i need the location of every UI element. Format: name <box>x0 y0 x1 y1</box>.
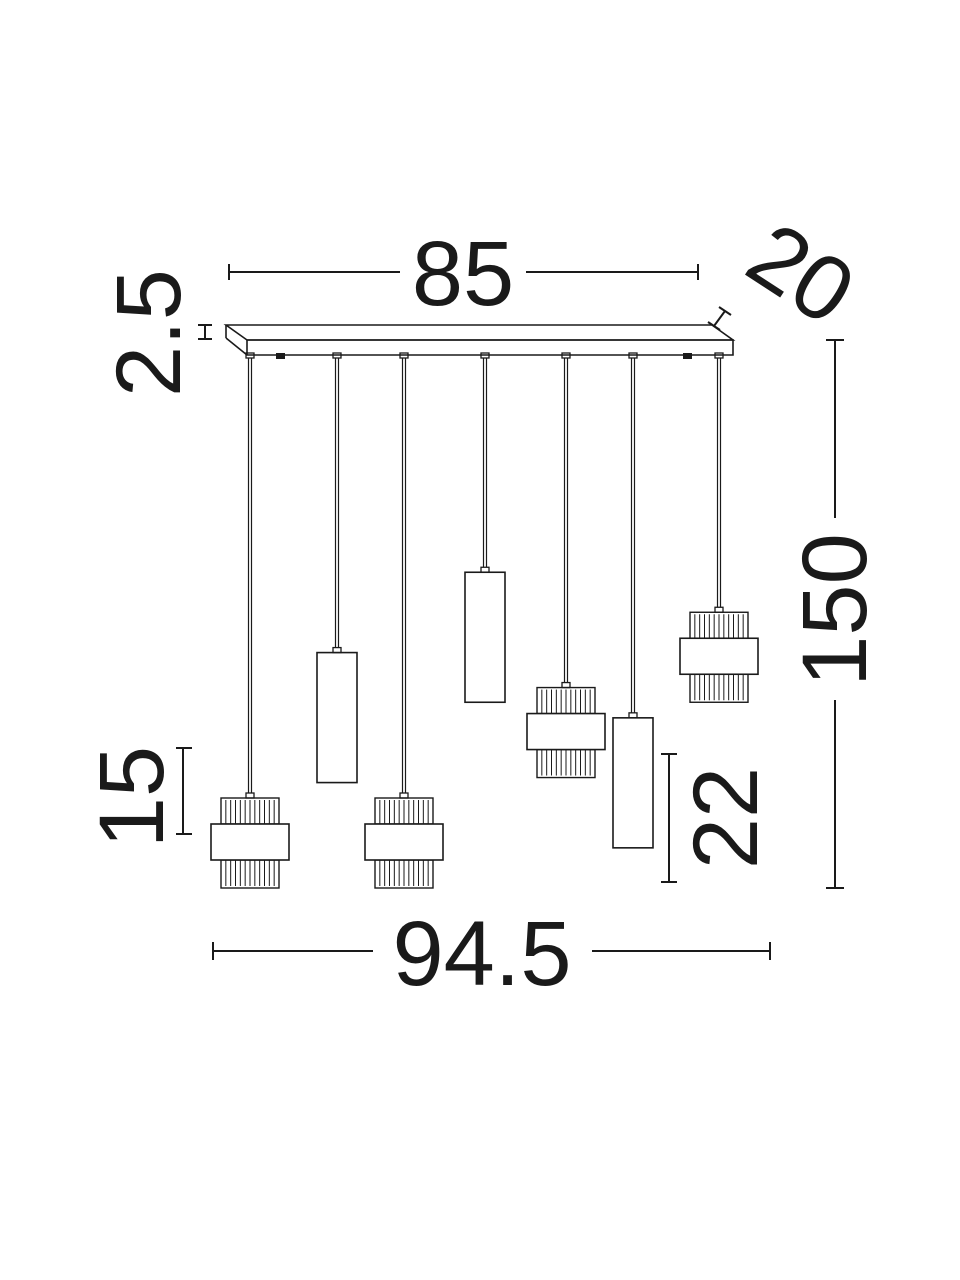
mount-cap <box>714 352 724 359</box>
shade-band <box>679 637 759 676</box>
pendant-3 <box>364 352 444 889</box>
pendant-6 <box>612 352 654 849</box>
canopy-length-label: 85 <box>412 223 514 325</box>
connector <box>561 681 571 689</box>
shade-band <box>364 823 444 861</box>
pendant-5 <box>526 352 606 779</box>
canopy-height-label: 2.5 <box>98 269 200 397</box>
mount-cap <box>480 352 490 359</box>
pendant-7 <box>679 352 759 703</box>
canopy <box>223 324 736 359</box>
dimension-canopy-depth: 20 <box>707 203 872 345</box>
cylinder-shade <box>316 651 358 784</box>
mount-cap <box>628 352 638 359</box>
mount-cap <box>561 352 571 359</box>
overall-width-label: 94.5 <box>392 903 571 1005</box>
dimension-canopy-length: 85 <box>228 223 699 325</box>
pendants <box>210 352 759 889</box>
dimension-cylinder-shade-height: 22 <box>661 753 777 883</box>
cylinder-shade-height-label: 22 <box>675 767 777 869</box>
mount-cap <box>245 352 255 359</box>
mount-cap <box>332 352 342 359</box>
mount-cap <box>399 352 409 359</box>
cylinder-shade <box>464 571 506 704</box>
dimension-ribbed-shade-height: 15 <box>81 746 192 848</box>
dimension-overall-height: 150 <box>784 339 886 889</box>
pendant-4 <box>464 352 506 704</box>
overall-height-label: 150 <box>784 533 886 687</box>
dimension-canopy-height: 2.5 <box>98 269 212 397</box>
connector <box>714 606 724 613</box>
canopy-depth-label: 20 <box>730 203 871 344</box>
pendant-2 <box>316 352 358 784</box>
connector <box>245 792 255 799</box>
connector <box>399 792 409 799</box>
ribbed-shade-height-label: 15 <box>81 746 183 848</box>
cylinder-shade <box>612 717 654 849</box>
dimension-overall-width: 94.5 <box>212 903 771 1005</box>
pendant-1 <box>210 352 290 889</box>
shade-band <box>526 712 606 751</box>
shade-band <box>210 823 290 861</box>
